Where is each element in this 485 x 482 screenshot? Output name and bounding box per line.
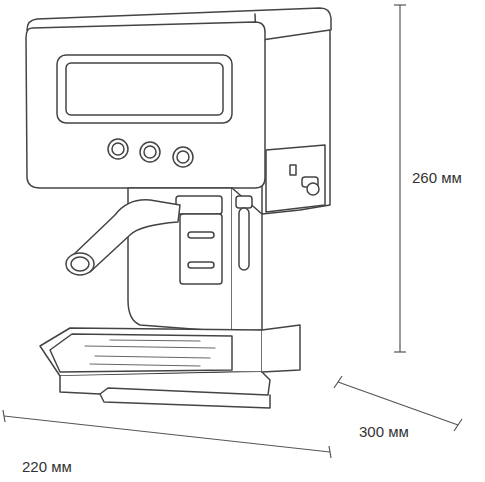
dimension-label: 220 мм xyxy=(20,458,74,476)
dimension-label: 300 мм xyxy=(357,423,411,441)
dimension-label: 260 мм xyxy=(410,169,464,187)
